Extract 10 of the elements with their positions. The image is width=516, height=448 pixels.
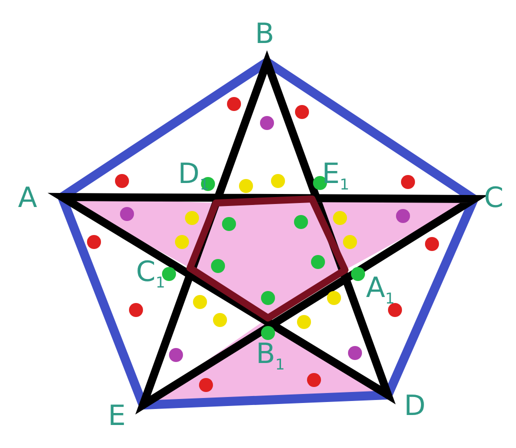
vertex-label: D — [404, 392, 426, 420]
vertex-label: E — [108, 402, 126, 430]
vertex-label: B — [255, 20, 274, 48]
vertex-label: A — [18, 184, 38, 212]
vertex-label: C — [484, 184, 504, 212]
vertex-label: A$_{1}$ — [366, 274, 395, 307]
vertex-label: E$_{1}$ — [322, 160, 350, 193]
vertex-label: D$_{1}$ — [178, 160, 210, 193]
vertex-label: C$_{1}$ — [136, 258, 166, 291]
vertex-label: B$_{1}$ — [256, 340, 285, 373]
